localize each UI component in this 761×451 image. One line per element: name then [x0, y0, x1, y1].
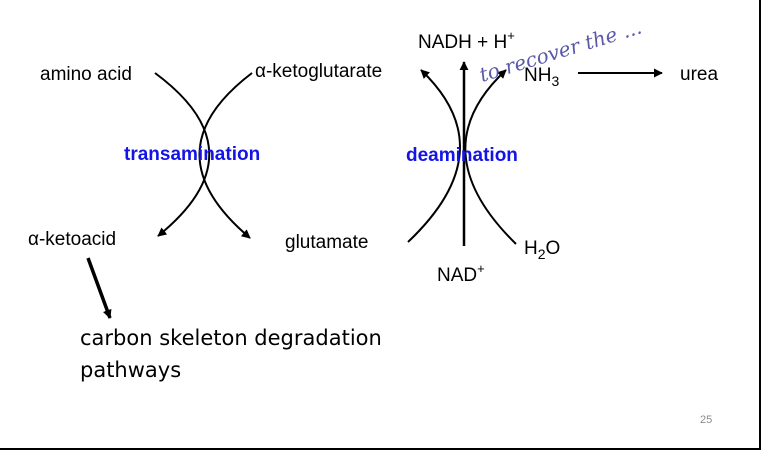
glutamate-to-ketoglutarate-arrow	[407, 69, 461, 243]
ketoglutarate-to-glutamate-arrow	[198, 72, 253, 239]
urea-label: urea	[680, 64, 718, 85]
ammonia-label: NH3	[524, 65, 559, 89]
nad-plus-superscript: +	[477, 261, 485, 276]
deamination-label: deamination	[406, 145, 518, 166]
degradation-caption: carbon skeleton degradation pathways	[80, 322, 500, 386]
water-subscript: 2	[538, 246, 546, 262]
amino-acid-to-ketoacid-arrow	[154, 72, 211, 237]
ketoacid-to-degradation-arrow	[86, 257, 112, 319]
alpha-ketoglutarate-label: α-ketoglutarate	[255, 61, 382, 82]
water-h: H	[524, 238, 538, 259]
water-label: H2O	[524, 238, 560, 262]
water-to-ammonia-arrow	[464, 69, 517, 245]
alpha-ketoacid-label: α-ketoacid	[28, 229, 116, 250]
alpha-symbol: α	[28, 229, 39, 250]
ketoacid-text: -ketoacid	[39, 229, 116, 250]
nadh-text: NADH + H	[418, 32, 507, 53]
degradation-line-2: pathways	[80, 358, 182, 382]
nad-label: NAD+	[437, 261, 485, 286]
amino-acid-label: amino acid	[40, 64, 132, 85]
alpha-symbol: α	[255, 61, 266, 82]
ammonia-base: NH	[524, 65, 551, 86]
nadh-label: NADH + H+	[418, 28, 515, 53]
nadh-plus-superscript: +	[507, 28, 515, 43]
degradation-line-1: carbon skeleton degradation	[80, 326, 382, 350]
glutamate-label: glutamate	[285, 232, 368, 253]
ketoglutarate-text: -ketoglutarate	[266, 61, 382, 82]
ammonia-subscript: 3	[551, 73, 559, 89]
page-number: 25	[700, 414, 713, 426]
water-o: O	[546, 238, 561, 259]
transamination-label: transamination	[124, 144, 260, 165]
nad-text: NAD	[437, 265, 477, 286]
